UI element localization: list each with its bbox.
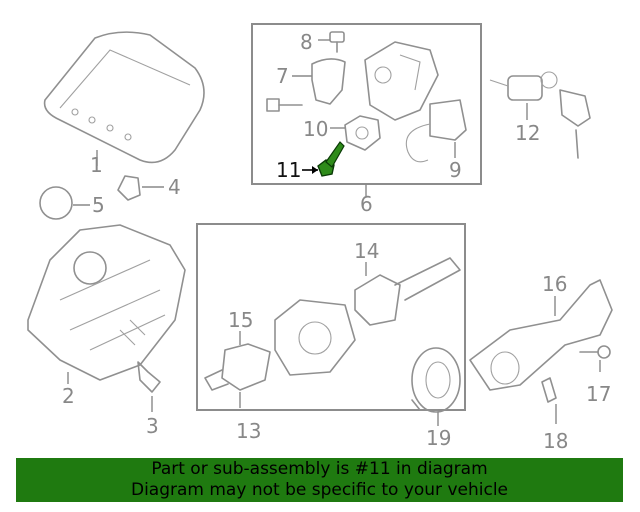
callout-8: 8 [300,30,313,54]
notice-line-2: Diagram may not be specific to your vehi… [130,480,508,500]
part-1-upper-cover [43,31,205,166]
callout-6: 6 [360,192,373,216]
callout-5: 5 [92,193,105,217]
callout-2: 2 [62,384,75,408]
part-9-module [405,99,467,163]
part-10-switch [330,115,381,151]
callout-13: 13 [236,419,262,443]
callout-3: 3 [146,414,159,438]
part-3-screw [137,361,161,412]
callout-18: 18 [543,429,569,453]
part-8-pin [318,31,345,53]
callout-17: 17 [586,382,612,406]
callout-1: 1 [90,153,103,177]
parts-diagram: 1 2 3 4 5 6 7 8 9 10 11 12 13 14 15 16 1… [27,23,613,453]
callout-9: 9 [449,158,462,182]
part-2-lower-cover [27,224,186,384]
combination-switch-body [274,299,356,376]
callout-12: 12 [515,121,541,145]
callout-10: 10 [303,117,329,141]
part-18-bolt [541,377,557,424]
part-16-steering-wheel [469,279,613,391]
ignition-housing [364,41,439,121]
part-5-cap [39,186,90,220]
callout-11-highlighted: 11 [276,158,302,182]
parts-diagram-art [27,23,613,426]
callout-16: 16 [542,272,568,296]
notice-banner: Part or sub-assembly is #11 in diagram D… [16,458,623,502]
callout-19: 19 [426,426,452,450]
bolt-part [266,98,303,112]
part-14-lever-switch [354,257,461,326]
callout-4: 4 [168,175,181,199]
part-17-screw [579,345,611,372]
part-7-bracket [292,58,346,105]
callout-15: 15 [228,308,254,332]
part-15-wiper-switch [204,331,271,408]
part-11-highlighted-screw [302,141,345,177]
callout-14: 14 [354,239,380,263]
part-19-spiral-cable [411,347,461,426]
notice-line-1: Part or sub-assembly is #11 in diagram [151,459,488,479]
callout-7: 7 [276,64,289,88]
part-12-key-cylinder [489,71,591,159]
group-box-13 [196,223,466,411]
part-4-clip [117,175,164,201]
